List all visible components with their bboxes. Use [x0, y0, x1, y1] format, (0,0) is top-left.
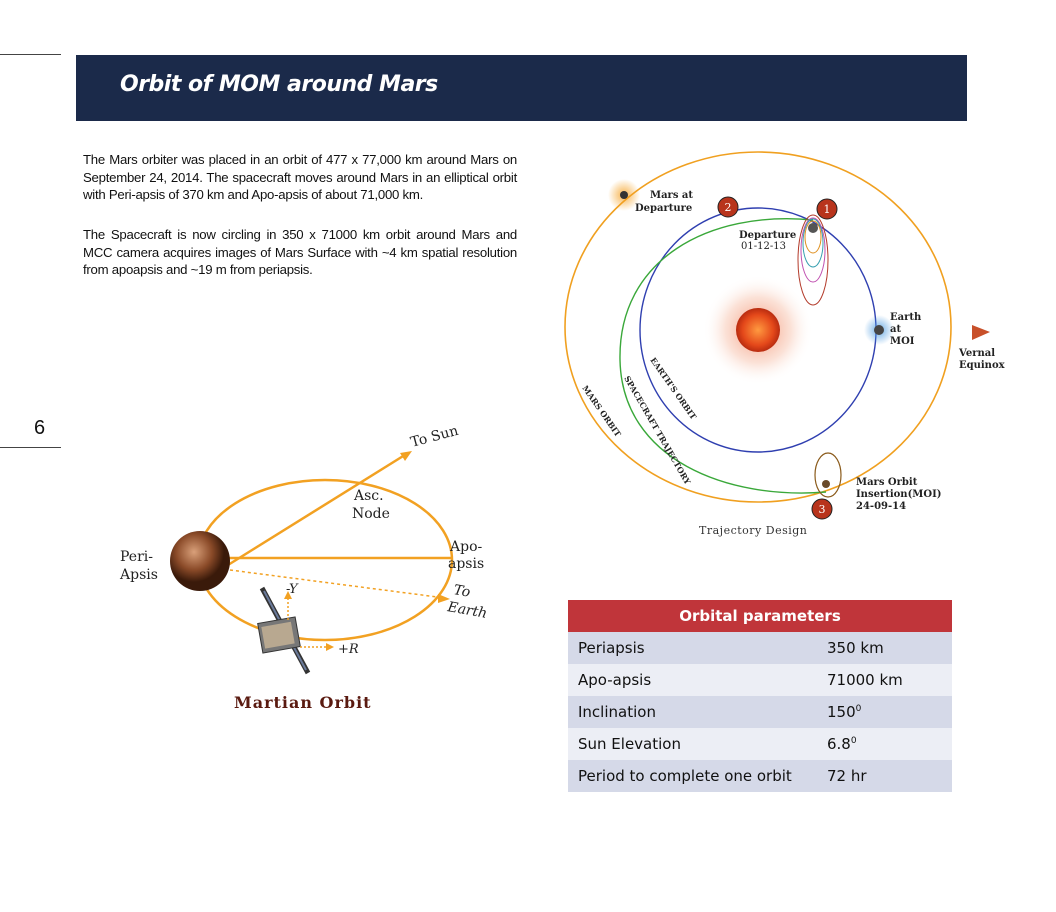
vernal-equinox-label-1: Vernal	[958, 348, 995, 359]
param-label: Sun Elevation	[568, 728, 817, 760]
param-label: Periapsis	[568, 632, 817, 664]
earth-orbit-label: EARTH'S ORBIT	[648, 355, 698, 421]
table-row: Apo-apsis 71000 km	[568, 664, 952, 696]
body-paragraph-1: The Mars orbiter was placed in an orbit …	[83, 152, 517, 202]
moi-label-2: Insertion(MOI)	[856, 489, 942, 500]
peri-label-2: Apsis	[119, 567, 158, 583]
param-label: Apo-apsis	[568, 664, 817, 696]
to-sun-label: To Sun	[409, 423, 460, 451]
earth-at-moi-icon	[874, 325, 884, 335]
trajectory-design-figure: 1 2 3 Mars at Departure Departure 01-12-…	[564, 151, 1006, 537]
table-header: Orbital parameters	[568, 600, 952, 632]
orbital-parameters-table: Orbital parameters Periapsis 350 km Apo-…	[568, 600, 952, 792]
param-value-sup: 0	[855, 704, 862, 714]
page-number-rule	[0, 447, 61, 448]
mars-at-departure-label-1: Mars at	[650, 190, 693, 201]
trajectory-caption: Trajectory Design	[699, 524, 807, 537]
param-value-cell: 1500	[817, 696, 952, 728]
earth-at-moi-label-2: at	[890, 324, 901, 335]
marker-3: 3	[811, 498, 833, 520]
mars-orbit-path	[564, 151, 952, 503]
moi-date: 24-09-14	[856, 501, 906, 512]
to-earth-label-1: To	[452, 582, 471, 601]
to-earth-label-2: Earth	[445, 599, 488, 622]
mars-at-departure-label-2: Departure	[635, 203, 692, 214]
marker-1: 1	[816, 198, 838, 220]
apo-label-2: apsis	[448, 556, 484, 572]
sun-icon	[736, 308, 780, 352]
mars-at-moi-icon	[822, 480, 830, 488]
apo-label-1: Apo-	[449, 539, 483, 555]
param-value: 150	[827, 703, 856, 721]
param-value: 6.8	[827, 735, 851, 753]
vernal-equinox-arrow-icon	[972, 325, 990, 340]
spacecraft-trajectory-path	[619, 218, 827, 494]
param-label: Period to complete one orbit	[568, 760, 817, 792]
table-row: Period to complete one orbit 72 hr	[568, 760, 952, 792]
table-row: Periapsis 350 km	[568, 632, 952, 664]
svg-text:1: 1	[824, 203, 831, 216]
param-label: Inclination	[568, 696, 817, 728]
asc-node-label-2: Node	[352, 506, 390, 522]
section-title: Orbit of MOM around Mars	[120, 72, 438, 97]
earth-at-moi-label-3: MOI	[890, 336, 915, 347]
param-value: 71000 km	[817, 664, 952, 696]
spacecraft-icon	[257, 586, 311, 675]
mars-planet-icon	[170, 531, 230, 591]
section-header: Orbit of MOM around Mars	[76, 55, 967, 121]
svg-text:3: 3	[819, 503, 826, 516]
plus-r-label: +R	[338, 642, 359, 657]
mars-icon	[620, 191, 628, 199]
marker-2: 2	[717, 196, 739, 218]
martian-orbit-figure: To Sun Asc. Node Peri- Apsis Apo- apsis …	[119, 423, 488, 712]
departure-date: 01-12-13	[741, 241, 786, 252]
page-number: 6	[34, 417, 46, 439]
param-value: 72 hr	[817, 760, 952, 792]
param-value: 350 km	[817, 632, 952, 664]
body-paragraph-2: The Spacecraft is now circling in 350 x …	[83, 227, 517, 277]
table-row: Sun Elevation 6.80	[568, 728, 952, 760]
earth-at-moi-label-1: Earth	[890, 312, 922, 323]
martian-orbit-caption: Martian Orbit	[234, 693, 372, 712]
asc-node-label-1: Asc.	[353, 488, 384, 504]
minus-y-label: -Y	[286, 582, 299, 597]
vernal-equinox-label-2: Equinox	[959, 360, 1006, 371]
departure-label: Departure	[739, 230, 796, 241]
param-value-sup: 0	[850, 736, 857, 746]
svg-text:2: 2	[725, 201, 732, 214]
peri-label-1: Peri-	[120, 549, 153, 565]
top-margin-rule	[0, 54, 61, 55]
earth-at-departure-icon	[808, 223, 818, 233]
table-row: Inclination 1500	[568, 696, 952, 728]
moi-label-1: Mars Orbit	[856, 477, 918, 488]
param-value-cell: 6.80	[817, 728, 952, 760]
